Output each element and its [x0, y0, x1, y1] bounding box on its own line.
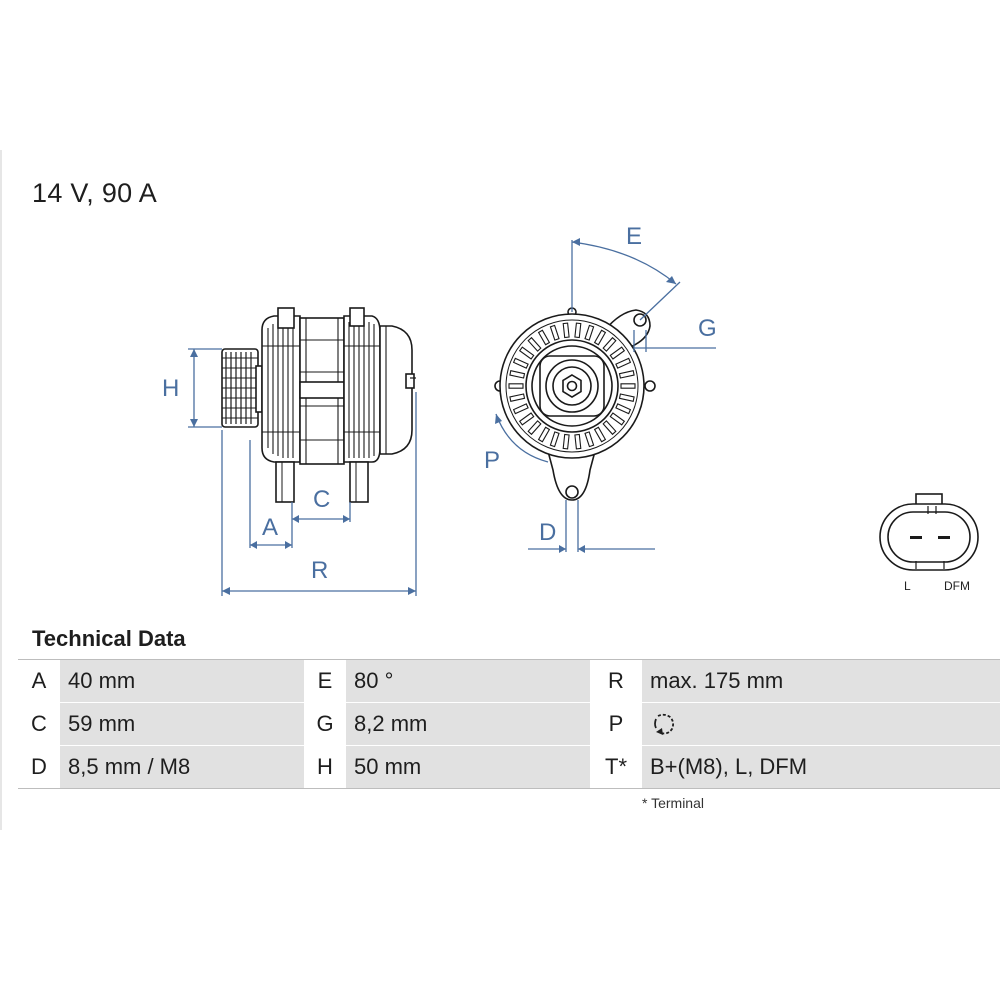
- spec-value-h: 50 mm: [346, 745, 590, 789]
- vent-slot: [549, 324, 560, 341]
- vent-slot: [618, 393, 635, 402]
- vent-slot: [527, 420, 542, 436]
- spec-value-d: 8,5 mm / M8: [60, 745, 304, 789]
- vent-slot: [618, 370, 635, 379]
- technical-data-table: A 40 mm E 80 ° R max. 175 mm C 59 mm G 8…: [18, 659, 1000, 789]
- table-row: C 59 mm G 8,2 mm P: [18, 702, 1000, 746]
- spec-value-c: 59 mm: [60, 702, 304, 746]
- dim-label-h: H: [162, 375, 179, 402]
- pulley: [221, 348, 259, 428]
- vent-slot: [518, 346, 535, 360]
- vent-slot: [602, 420, 617, 436]
- vent-slot: [549, 431, 560, 448]
- spec-key-p: P: [590, 702, 642, 746]
- terminal-footnote: * Terminal: [642, 795, 704, 811]
- connector-plug: [879, 493, 979, 571]
- vent-slot: [615, 357, 632, 369]
- dim-label-p: P: [484, 447, 500, 474]
- front-housing: [261, 307, 301, 463]
- vent-slot: [537, 426, 551, 443]
- vent-slot: [512, 403, 529, 415]
- alternator-side-view: [221, 307, 416, 503]
- spec-key-e: E: [304, 659, 346, 703]
- stator: [299, 317, 345, 465]
- table-row: A 40 mm E 80 ° R max. 175 mm: [18, 659, 1000, 703]
- page-edge-rule: [0, 150, 2, 830]
- vent-slot: [615, 403, 632, 415]
- product-rating-title: 14 V, 90 A: [32, 178, 158, 208]
- spec-key-c: C: [18, 702, 60, 746]
- connector-label-l: L: [904, 579, 911, 593]
- connector-label-dfm: DFM: [944, 579, 970, 593]
- spec-value-e: 80 °: [346, 659, 590, 703]
- vent-slot: [509, 370, 526, 379]
- technical-data-title: Technical Data: [32, 626, 186, 651]
- side-view-dimensions: [188, 348, 417, 596]
- spec-key-a: A: [18, 659, 60, 703]
- vent-slot: [574, 322, 582, 339]
- vent-slot: [508, 383, 524, 389]
- vent-slot: [593, 329, 607, 346]
- vent-slot: [509, 393, 526, 402]
- dim-label-r: R: [311, 557, 328, 584]
- vent-slot: [518, 412, 535, 426]
- mounting-feet: [275, 461, 369, 503]
- vent-slot: [584, 431, 595, 448]
- spec-value-a: 40 mm: [60, 659, 304, 703]
- vent-slot: [602, 336, 617, 352]
- table-row: D 8,5 mm / M8 H 50 mm T* B+(M8), L, DFM: [18, 745, 1000, 789]
- vent-slot: [512, 357, 529, 369]
- vent-slot: [584, 324, 595, 341]
- vent-slot: [537, 329, 551, 346]
- vent-slot: [562, 433, 570, 450]
- spec-value-t: B+(M8), L, DFM: [642, 745, 1000, 789]
- vent-slot: [562, 322, 570, 339]
- vent-slot: [620, 383, 636, 389]
- alternator-front-view: [494, 307, 656, 501]
- spec-value-g: 8,2 mm: [346, 702, 590, 746]
- dim-label-d: D: [539, 519, 556, 546]
- dim-label-g: G: [698, 315, 717, 342]
- spec-value-p: [642, 702, 1000, 746]
- vent-slot: [609, 412, 626, 426]
- spec-key-g: G: [304, 702, 346, 746]
- rear-housing: [343, 307, 381, 463]
- vent-slot: [593, 426, 607, 443]
- spec-key-d: D: [18, 745, 60, 789]
- dim-label-c: C: [313, 486, 330, 513]
- dim-label-a: A: [262, 514, 278, 541]
- spec-value-r: max. 175 mm: [642, 659, 1000, 703]
- vent-slot: [609, 346, 626, 360]
- rotation-direction-icon: [654, 713, 675, 736]
- front-view-dimensions: [495, 238, 716, 553]
- vent-slots: [508, 322, 636, 450]
- spec-key-t: T*: [590, 745, 642, 789]
- vent-slot: [574, 433, 582, 450]
- vent-slot: [527, 336, 542, 352]
- rear-cap: [379, 325, 416, 455]
- spec-key-h: H: [304, 745, 346, 789]
- dim-label-e: E: [626, 223, 642, 250]
- spec-key-r: R: [590, 659, 642, 703]
